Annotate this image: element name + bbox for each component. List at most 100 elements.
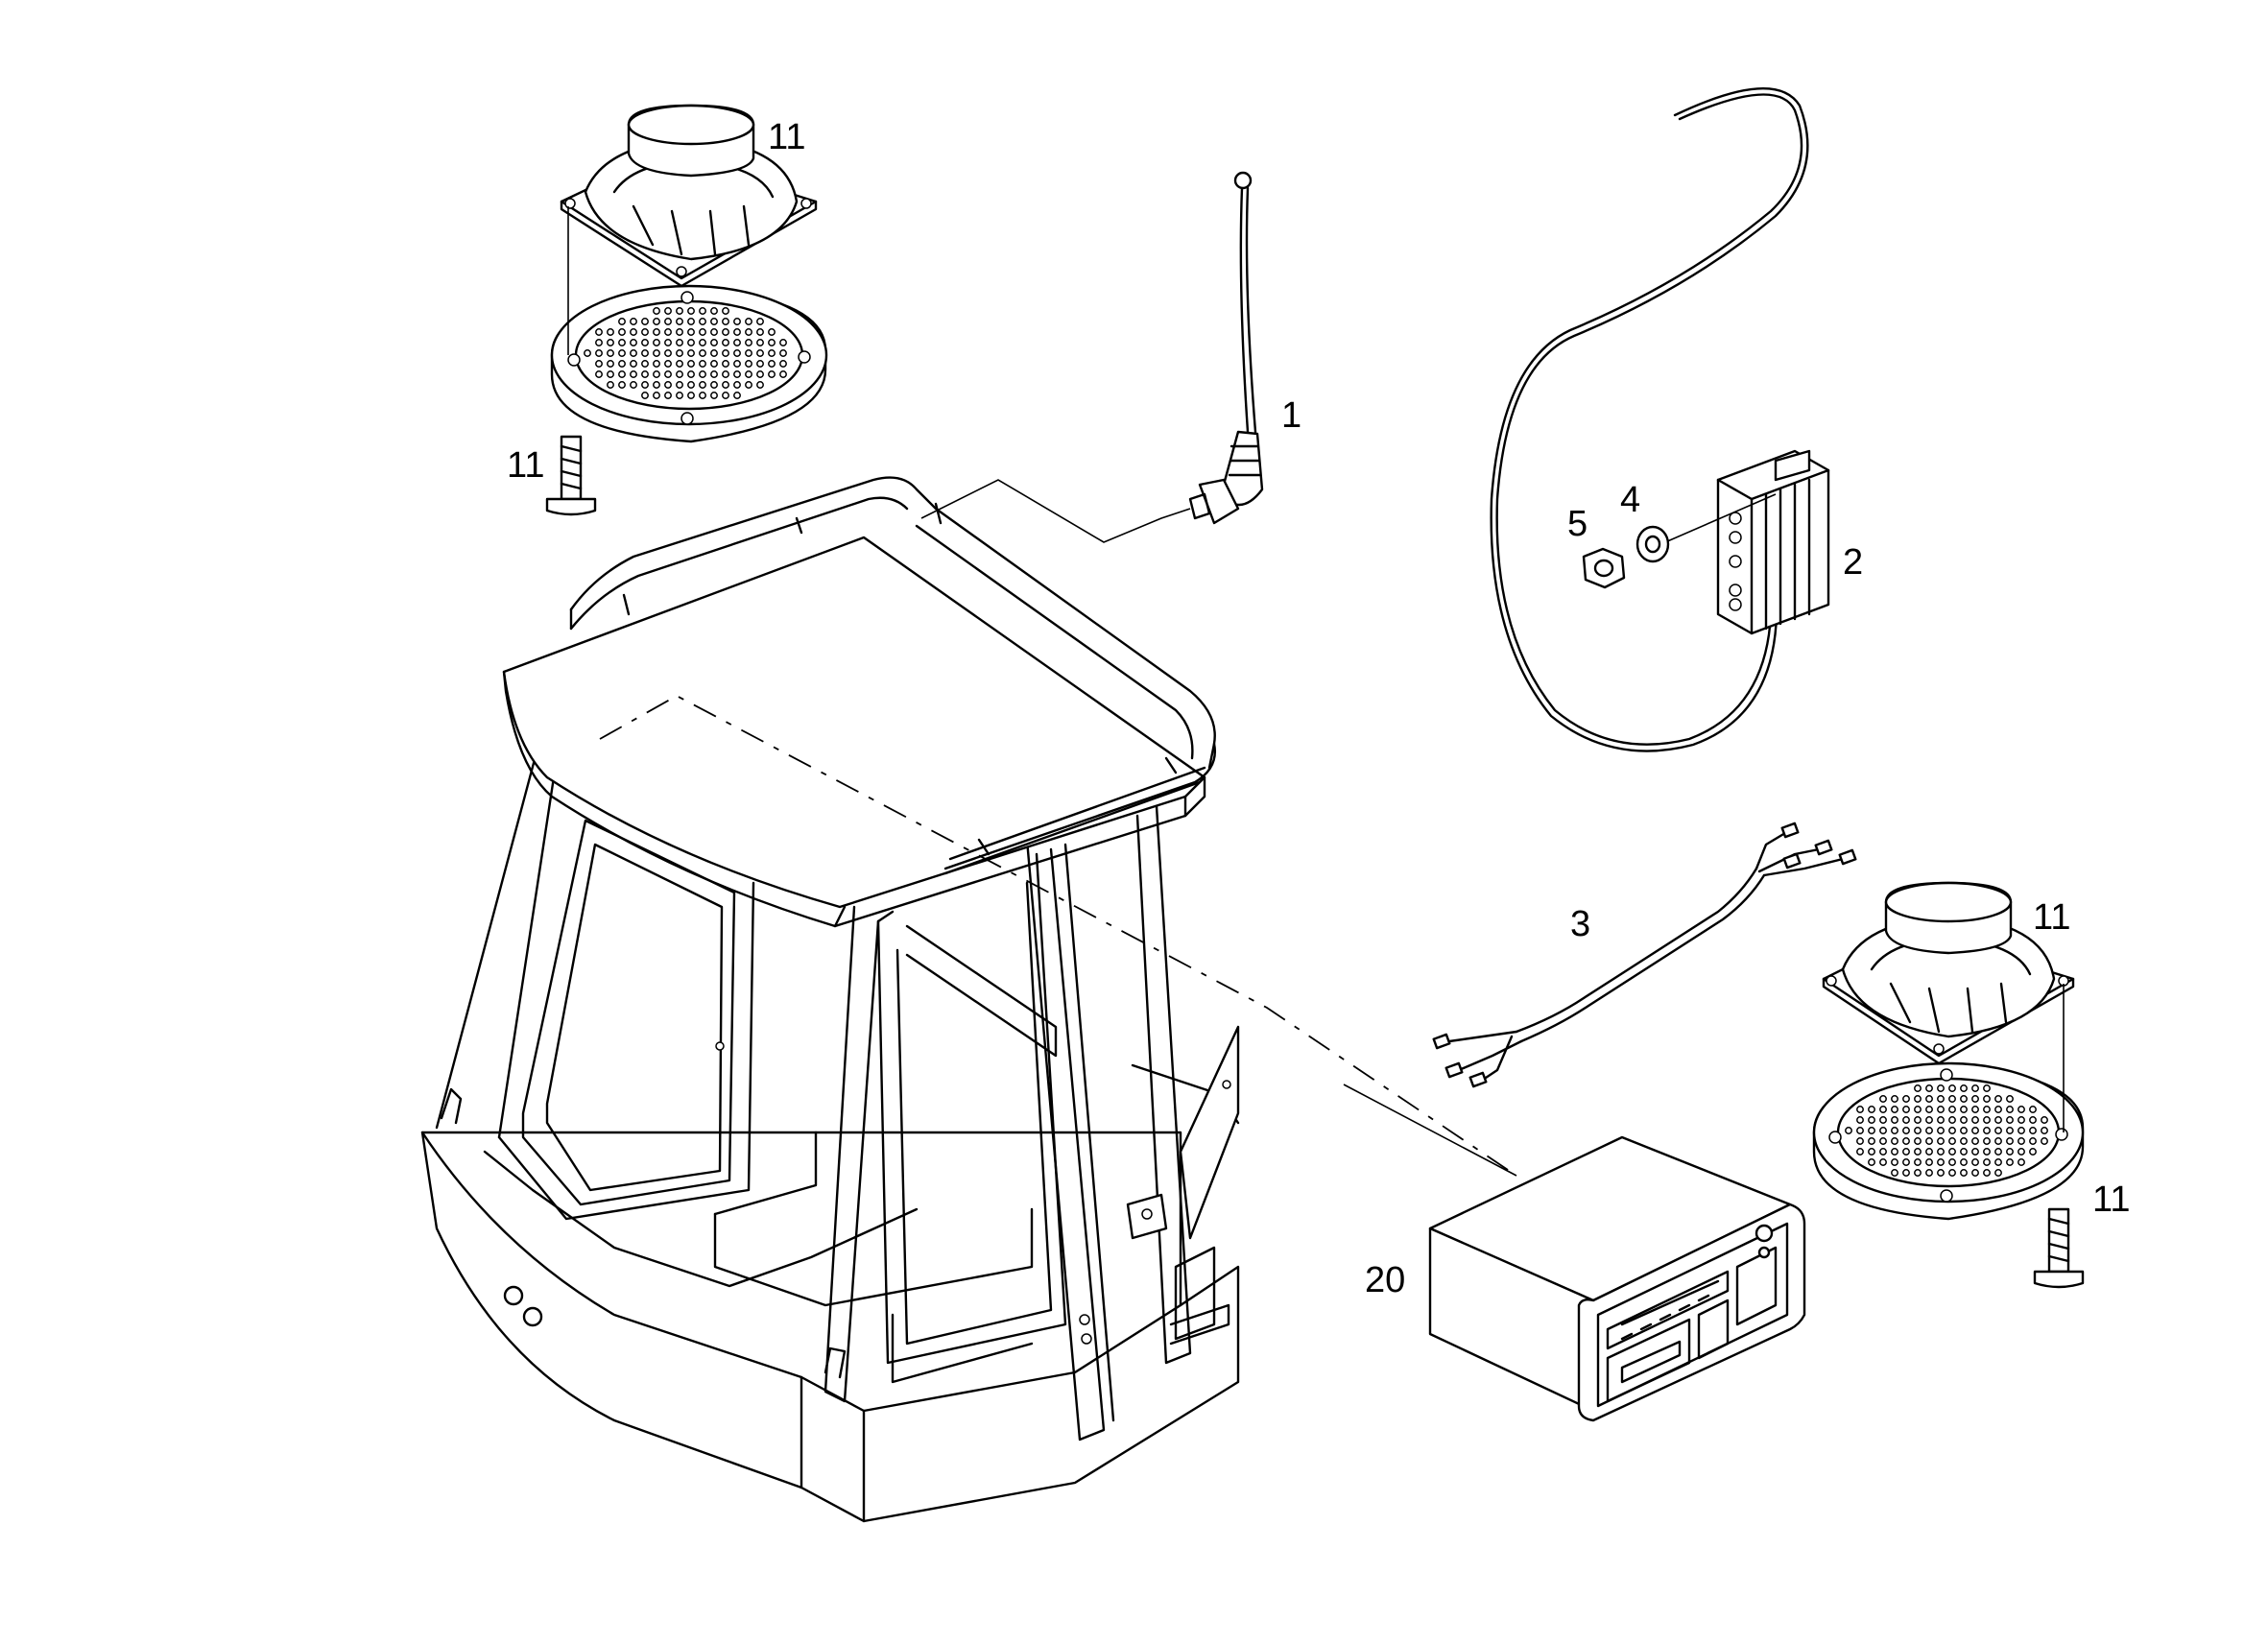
grille-hole (1948, 1127, 1956, 1134)
grille-hole (664, 318, 672, 325)
grille-hole (1948, 1158, 1956, 1166)
grille-hole (1971, 1127, 1979, 1134)
grille-hole (1937, 1169, 1945, 1177)
grille-hole (1948, 1169, 1956, 1177)
grille-hole (1914, 1127, 1922, 1134)
grille-hole (710, 349, 718, 357)
grille-hole (676, 360, 683, 368)
grille-hole (1971, 1169, 1979, 1177)
grille-hole (676, 339, 683, 346)
grille-hole (618, 370, 626, 378)
grille-hole (2006, 1148, 2014, 1156)
grille-hole (1960, 1137, 1968, 1145)
grille-hole (630, 360, 637, 368)
grille-hole (641, 339, 649, 346)
grille-hole (745, 349, 752, 357)
grille-hole (1891, 1137, 1898, 1145)
grille-hole (1914, 1116, 1922, 1124)
grille-hole (756, 328, 764, 336)
grille-hole (699, 328, 706, 336)
grille-hole (1960, 1095, 1968, 1103)
grille-hole (676, 392, 683, 399)
grille-hole (699, 392, 706, 399)
grille-hole (1879, 1106, 1887, 1113)
grille-hole (1925, 1169, 1933, 1177)
grille-hole (1994, 1095, 2002, 1103)
grille-hole (1891, 1106, 1898, 1113)
grille-hole (607, 360, 614, 368)
grille-hole (779, 339, 787, 346)
grille-hole (687, 360, 695, 368)
grille-hole (1960, 1148, 1968, 1156)
grille-hole (722, 328, 729, 336)
screw-top (545, 435, 597, 516)
grille-hole (618, 349, 626, 357)
grille-hole (745, 318, 752, 325)
grille-hole (1971, 1116, 1979, 1124)
grille-hole (2017, 1106, 2025, 1113)
grille-hole (1925, 1095, 1933, 1103)
grille-hole (1994, 1106, 2002, 1113)
grille-hole (1902, 1148, 1910, 1156)
grille-hole (1948, 1095, 1956, 1103)
grille-hole (1914, 1095, 1922, 1103)
grille-hole (676, 307, 683, 315)
grille-hole (1902, 1127, 1910, 1134)
grille-hole (653, 349, 660, 357)
grille-hole (630, 349, 637, 357)
grille-hole (1925, 1137, 1933, 1145)
grille-hole (745, 328, 752, 336)
grille-hole (768, 360, 776, 368)
grille-hole (1983, 1116, 1991, 1124)
grille-hole (2029, 1148, 2037, 1156)
grille-hole (2029, 1127, 2037, 1134)
grille-hole (687, 328, 695, 336)
grille-hole (595, 360, 603, 368)
grille-hole (1891, 1169, 1898, 1177)
grille-hole (653, 370, 660, 378)
grille-hole (1937, 1084, 1945, 1092)
grille-hole (1960, 1158, 1968, 1166)
grille-hole (1983, 1169, 1991, 1177)
callout-11-screw-right: 11 (2092, 1179, 2130, 1220)
grille-hole (2006, 1095, 2014, 1103)
grille-hole (687, 318, 695, 325)
grille-hole (641, 360, 649, 368)
grille-hole (664, 370, 672, 378)
grille-hole (710, 328, 718, 336)
grille-hole (664, 360, 672, 368)
washer (1635, 525, 1670, 563)
grille-hole (1902, 1169, 1910, 1177)
grille-hole (1971, 1148, 1979, 1156)
grille-hole (756, 339, 764, 346)
grille-hole (733, 328, 741, 336)
amplifier (1716, 449, 1830, 635)
grille-hole (2041, 1127, 2048, 1134)
grille-hole (1937, 1127, 1945, 1134)
leader-antenna (920, 479, 1191, 543)
grille-hole (664, 328, 672, 336)
speaker-right (1812, 881, 2085, 1221)
grille-hole (630, 370, 637, 378)
grille-hole (2006, 1158, 2014, 1166)
grille-hole (1879, 1158, 1887, 1166)
grille-hole (607, 381, 614, 389)
grille-hole (1868, 1116, 1875, 1124)
grille-hole (699, 349, 706, 357)
grille-hole (733, 392, 741, 399)
grille-hole (733, 370, 741, 378)
cab-roof (502, 476, 1216, 928)
grille-hole (722, 307, 729, 315)
callout-5: 5 (1567, 504, 1588, 544)
grille-hole (2017, 1137, 2025, 1145)
grille-hole (756, 370, 764, 378)
screw-right (2033, 1207, 2085, 1289)
grille-hole (687, 349, 695, 357)
grille-hole (618, 339, 626, 346)
grille-hole (722, 318, 729, 325)
grille-hole (618, 381, 626, 389)
grille-hole (1983, 1095, 1991, 1103)
grille-hole (676, 318, 683, 325)
grille-hole (699, 370, 706, 378)
grille-hole (710, 307, 718, 315)
